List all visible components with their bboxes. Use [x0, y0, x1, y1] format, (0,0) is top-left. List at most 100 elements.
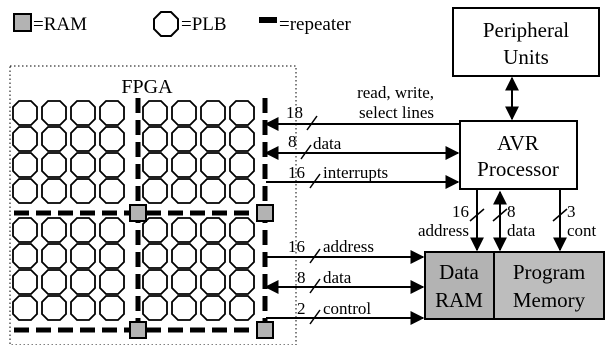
- plb-legend-icon: [153, 11, 179, 37]
- plb-cell: [142, 295, 168, 321]
- plb-cell: [12, 295, 38, 321]
- plb-cell: [12, 269, 38, 295]
- data-bottom-width-slash: [309, 278, 321, 294]
- ram-legend-icon: [13, 13, 32, 32]
- plb-cell: [70, 295, 96, 321]
- plb-cell: [41, 100, 67, 126]
- plb-cell: [70, 100, 96, 126]
- peripheral-units-line2: Units: [503, 45, 549, 69]
- repeater-legend-icon: [259, 17, 277, 23]
- legend: =RAM =PLB =repeater: [13, 11, 352, 37]
- plb-cell: [200, 217, 226, 243]
- plb-cell: [171, 126, 197, 152]
- bus-proc-address: 16 address: [418, 190, 485, 252]
- peripheral-units-box: [452, 7, 600, 77]
- address-label: address: [323, 237, 374, 256]
- plb-cell: [41, 178, 67, 204]
- plb-cell: [229, 269, 255, 295]
- avr-processor-line1: AVR: [497, 131, 539, 155]
- plb-cell: [171, 217, 197, 243]
- plb-cell: [171, 269, 197, 295]
- plb-cell: [12, 243, 38, 269]
- plb-cell: [70, 152, 96, 178]
- plb-cell: [171, 152, 197, 178]
- data-ram-line2: RAM: [435, 288, 483, 312]
- plb-cell: [99, 100, 125, 126]
- fpga-title: FPGA: [121, 76, 173, 98]
- plb-cell: [229, 243, 255, 269]
- plb-cell: [171, 100, 197, 126]
- plb-cell: [99, 295, 125, 321]
- plb-cell: [12, 178, 38, 204]
- proc-cont-label: cont: [567, 221, 597, 240]
- proc-data-label: data: [507, 221, 536, 240]
- data-top-label: data: [313, 134, 342, 153]
- avr-processor-line2: Processor: [477, 157, 559, 181]
- plb-cell: [229, 217, 255, 243]
- proc-address-width: 16: [452, 202, 469, 221]
- proc-cont-width-slash: [552, 208, 568, 222]
- control-width-slash: [309, 309, 321, 325]
- avr-processor-box: [459, 120, 578, 190]
- proc-address-label: address: [418, 221, 469, 240]
- fpga-ram-block: [129, 204, 147, 222]
- plb-cell: [142, 243, 168, 269]
- data-bottom-width: 8: [297, 268, 306, 287]
- data-top-width: 8: [288, 132, 297, 151]
- plb-cell: [12, 152, 38, 178]
- proc-cont-width: 3: [567, 202, 576, 221]
- plb-cell: [12, 217, 38, 243]
- plb-cell: [200, 152, 226, 178]
- fpga-ram-block: [129, 321, 147, 339]
- plb-legend-label: =PLB: [181, 14, 227, 35]
- program-memory-box: [493, 251, 605, 320]
- plb-cell: [229, 178, 255, 204]
- rws-width: 18: [286, 103, 303, 122]
- plb-cell: [142, 178, 168, 204]
- fpga-boundary: [9, 65, 297, 345]
- plb-cell: [142, 152, 168, 178]
- plb-cell: [200, 243, 226, 269]
- fpga-ram-blocks: [129, 204, 274, 339]
- plb-cell: [171, 178, 197, 204]
- plb-cell: [200, 100, 226, 126]
- rws-label-line2: select lines: [359, 103, 434, 122]
- plb-cell: [41, 295, 67, 321]
- plb-cell: [142, 100, 168, 126]
- bus-control: 2 control: [266, 299, 425, 325]
- bus-interrupts: 16 interrupts: [266, 163, 460, 189]
- plb-cell: [99, 152, 125, 178]
- plb-cell: [41, 243, 67, 269]
- plb-cell: [171, 243, 197, 269]
- plb-cell: [229, 295, 255, 321]
- fpga-ram-block: [256, 321, 274, 339]
- plb-cell: [41, 126, 67, 152]
- plb-cell: [41, 152, 67, 178]
- plb-cell: [70, 217, 96, 243]
- interrupts-width: 16: [288, 163, 305, 182]
- bus-address: 16 address: [266, 237, 425, 264]
- data-top-width-slash: [300, 144, 312, 160]
- plb-cell: [41, 217, 67, 243]
- plb-cell: [142, 126, 168, 152]
- plb-cell: [142, 269, 168, 295]
- plb-cell: [142, 217, 168, 243]
- plb-cell: [70, 178, 96, 204]
- interrupts-width-slash: [309, 173, 321, 189]
- plb-cell: [200, 295, 226, 321]
- plb-cell: [200, 269, 226, 295]
- fpga-ram-block: [256, 204, 274, 222]
- program-memory-line1: Program: [513, 260, 585, 284]
- control-label: control: [323, 299, 371, 318]
- plb-cell: [229, 100, 255, 126]
- bus-data-top: 8 data: [264, 132, 460, 160]
- proc-data-width: 8: [507, 202, 516, 221]
- plb-cell: [70, 269, 96, 295]
- data-ram-line1: Data: [439, 260, 479, 284]
- plb-cell: [99, 269, 125, 295]
- plb-cell: [70, 126, 96, 152]
- plb-cell: [12, 126, 38, 152]
- plb-cell: [12, 100, 38, 126]
- program-memory-line2: Memory: [513, 288, 586, 312]
